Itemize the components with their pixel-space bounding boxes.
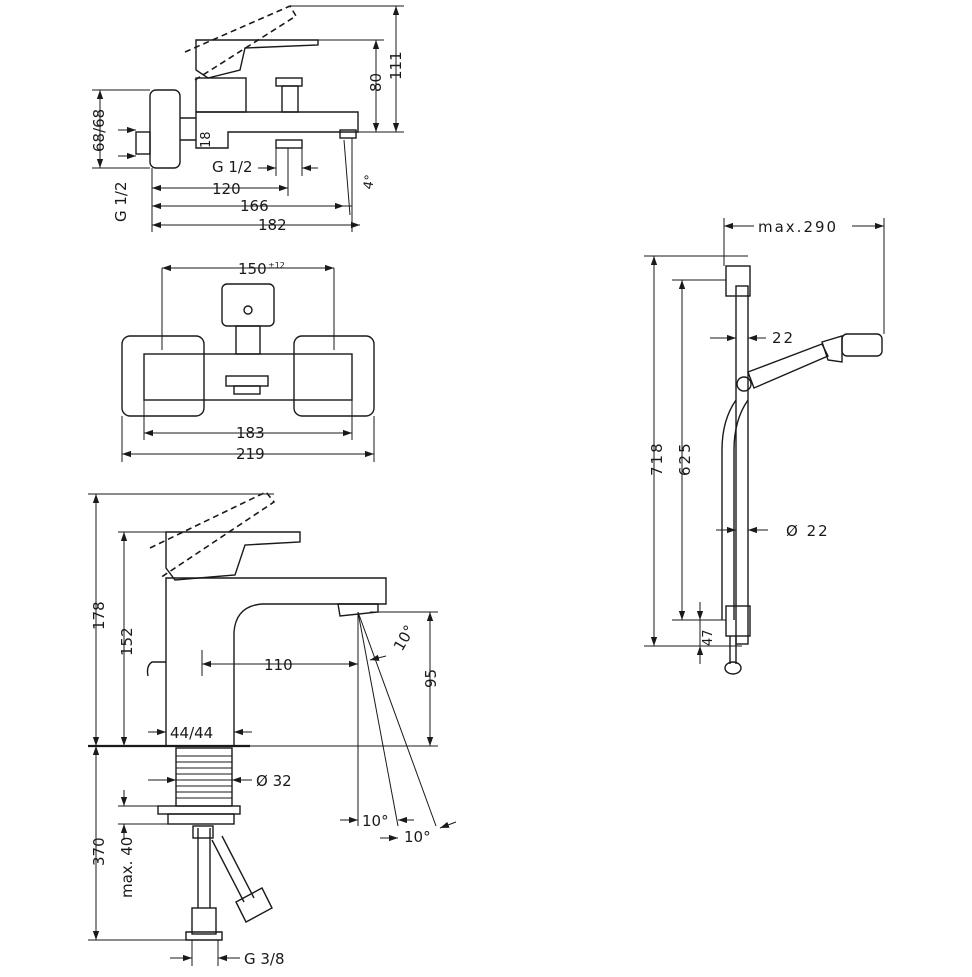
dim-150: 150 — [238, 260, 267, 278]
hand-shower-head — [841, 333, 883, 357]
dim-178: 178 — [90, 601, 108, 630]
hose-nut-right — [235, 887, 273, 923]
lever-top — [221, 283, 275, 327]
dim-max-290: max.290 — [758, 218, 838, 236]
dim-angle-10-top: 10° — [390, 622, 419, 654]
dim-22: 22 — [772, 329, 795, 347]
dim-g12-bottom: G 1/2 — [212, 158, 253, 176]
lever-raised-outline — [184, 4, 298, 81]
flange-left — [121, 335, 205, 417]
dim-111: 111 — [387, 51, 405, 80]
supply-hose-straight — [197, 828, 211, 908]
basin-lever-raised-outline — [149, 491, 276, 579]
diverter-top — [225, 375, 269, 387]
dim-angle-10-a: 10° — [362, 812, 389, 830]
basin-lever — [165, 531, 301, 581]
dim-120: 120 — [212, 180, 241, 198]
dim-d22: Ø 22 — [786, 522, 830, 540]
dim-angle-10-b: 10° — [404, 828, 431, 846]
spout-outlet — [339, 129, 357, 139]
dim-44-44: 44/44 — [170, 724, 213, 742]
outlet-top — [233, 385, 261, 395]
dim-tolerance: ±12 — [268, 261, 285, 270]
fixing-nut — [167, 813, 235, 825]
diverter-knob-stem — [281, 85, 299, 113]
shower-rail — [735, 285, 749, 645]
pop-up-rod — [146, 661, 166, 677]
hose-nut — [724, 661, 742, 675]
dim-219: 219 — [236, 445, 265, 463]
dim-718: 718 — [648, 441, 666, 476]
mixer-body-top — [143, 353, 353, 401]
supply-hose-angled — [211, 835, 255, 903]
wall-connector — [180, 117, 196, 141]
shank-threads — [176, 755, 232, 799]
lever-neck — [235, 325, 261, 355]
lever-screw — [243, 305, 253, 315]
dim-182: 182 — [258, 216, 287, 234]
shower-set-view: max.290 718 625 22 Ø 22 47 — [644, 214, 885, 675]
hose-nut-left — [191, 907, 217, 935]
dim-95: 95 — [422, 669, 440, 688]
dim-110: 110 — [264, 656, 293, 674]
dim-g38: G 3/8 — [244, 950, 285, 968]
basin-mixer-view: 178 152 110 95 10° 44/44 Ø 32 370 max. 4… — [88, 491, 457, 968]
bath-mixer-top-view: 150 ±12 183 219 — [121, 260, 375, 463]
dim-625: 625 — [676, 441, 694, 476]
dim-370: 370 — [90, 837, 108, 866]
shower-hose — [721, 399, 749, 620]
dim-g12-side: G 1/2 — [112, 181, 130, 222]
dim-18: 18 — [199, 131, 214, 148]
hose-connector — [275, 139, 303, 149]
valve-left — [185, 931, 223, 941]
spout-body — [195, 111, 359, 149]
diverter-knob-top — [275, 77, 303, 87]
dim-183: 183 — [236, 424, 265, 442]
dim-d32: Ø 32 — [256, 772, 292, 790]
lever-handle — [195, 39, 319, 79]
basin-body — [165, 577, 387, 747]
dim-angle-4: 4° — [361, 174, 378, 191]
dim-166: 166 — [240, 197, 269, 215]
dim-80: 80 — [367, 73, 385, 92]
bath-mixer-side-view: 80 111 68/68 G 1/2 18 G 1/2 120 166 182 … — [90, 4, 405, 234]
hose-lower — [729, 636, 737, 664]
threaded-shank — [175, 747, 233, 807]
dim-47: 47 — [701, 629, 716, 646]
hand-shower-handle — [747, 343, 829, 389]
lower-wall-bracket — [725, 605, 751, 637]
dim-68-68: 68/68 — [90, 109, 108, 152]
upper-wall-bracket — [725, 265, 751, 297]
dim-152: 152 — [118, 627, 136, 656]
slider-knob — [736, 376, 752, 392]
mounting-plate — [157, 805, 241, 815]
hand-shower-neck — [821, 335, 843, 363]
mixer-body-upper — [195, 77, 247, 113]
dim-max290-bg — [754, 214, 852, 236]
wall-flange — [149, 89, 181, 169]
dim-max-40: max. 40 — [118, 837, 136, 898]
hose-ferrule — [192, 825, 214, 839]
inlet-thread — [135, 131, 151, 155]
